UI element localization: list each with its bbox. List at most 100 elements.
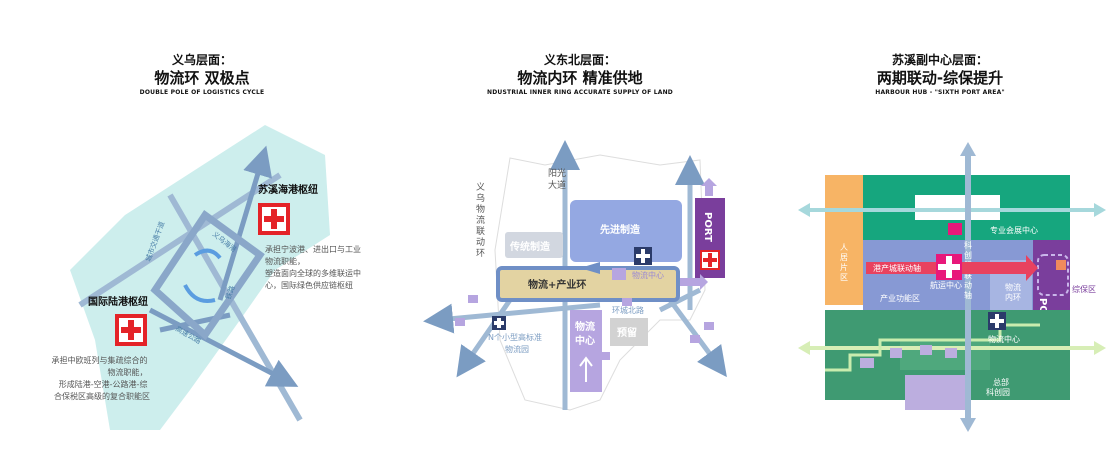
- panel2-hub-icon: [634, 247, 652, 265]
- panel3-axis-v-c2: 创: [964, 250, 972, 260]
- panel3-hq-label: 总部 科创园: [986, 377, 1012, 397]
- panel2-small-park-2: [455, 318, 465, 326]
- panel1-desc-intl-line4: 合保税区高级的复合职能区: [54, 391, 150, 401]
- panel3-people-label: 人 居 片 区: [840, 243, 851, 282]
- panel2-vertical-road-c1: 义: [476, 182, 485, 193]
- panel3-logistics-center-label: 物流中心: [988, 334, 1020, 344]
- panel1-arrow-southeast: [148, 307, 299, 387]
- panel1-desc-suxi: 承担宁波港、进出口与工业 物流职能， 塑造面向全球的多维联运中 心，国际绿色供应…: [265, 244, 364, 290]
- panel3-people-c4: 区: [840, 273, 848, 282]
- panel1-title-line3: DOUBLE POLE OF LOGISTICS CYCLE: [139, 89, 265, 96]
- panel3-title-line1: 苏溪副中心层面：: [891, 53, 988, 67]
- panel1-desc-intl-line3: 形成陆港-空港-公路港-综: [59, 379, 148, 389]
- panel1-title-line1: 义乌层面：: [171, 53, 232, 67]
- panel2-port-arrow-icon: [701, 178, 717, 196]
- panel1-cycle-arrow-b: [183, 284, 216, 303]
- panel1-road-diag2: [78, 172, 282, 308]
- panel3-title-line3: HARBOUR HUB - "SIXTH PORT AREA": [875, 89, 1005, 96]
- panel3-axis-bottom-arrow-left: [798, 341, 810, 355]
- panel2-road-southeast: [667, 298, 727, 378]
- panel3-industrial-label: 产业功能区: [880, 293, 920, 303]
- panel3-ring-inner-line1: 物流: [1005, 282, 1021, 292]
- panel1-desc-intl-line1: 承担中欧班列与集疏综合的: [51, 355, 147, 365]
- panel3-small-block-4: [945, 348, 957, 358]
- panel2-vertical-road-c4: 流: [476, 214, 485, 226]
- panel2-small-park-5: [704, 322, 714, 330]
- panel1-desc-suxi-line3: 塑造面向全球的多维联运中: [265, 268, 361, 278]
- panel1-logistics-ring: [150, 210, 265, 341]
- panel3-axis-top-arrow-right: [1094, 203, 1106, 217]
- panel3-small-block-1: [860, 358, 874, 368]
- panel2-logistics-center-marker: [612, 268, 626, 280]
- panel2-yangguang-line2: 大道: [548, 179, 566, 191]
- panel1-arrow-north: [217, 145, 273, 301]
- panel3-axis-bottom-arrow-right: [1094, 341, 1106, 355]
- panel1-title: 义乌层面： 物流环 双极点 DOUBLE POLE OF LOGISTICS C…: [107, 52, 297, 97]
- panel3-axis-v-c4: 联: [964, 271, 972, 280]
- panel3-axis-v-c1: 科: [964, 240, 972, 250]
- panel2-small-park-label: N个小型高标准 物流园: [488, 332, 545, 354]
- panel3-zone-top-white: [915, 195, 1000, 220]
- panel2-huancheng-label: 环城北路: [612, 305, 644, 315]
- panel3-zone-people: [825, 175, 863, 305]
- panel3-zone-hq: [905, 375, 967, 410]
- panel2-small-park-6: [690, 335, 700, 343]
- panel3-people-c3: 片: [840, 262, 848, 272]
- panel3-hq-line1: 总部: [993, 377, 1009, 387]
- panel1-hub-intl-label: 国际陆港枢纽: [88, 295, 148, 308]
- panel3-hq-line2: 科创园: [986, 387, 1010, 397]
- panel3-industry-center-label: 专业会展中心: [990, 225, 1038, 235]
- panel2-zone-traditional-label: 传统制造: [509, 240, 551, 253]
- panel3-industry-center-marker: [948, 223, 962, 235]
- panel3-center-hub-icon: [936, 254, 962, 280]
- panel2-vertical-road-c6: 动: [476, 237, 485, 248]
- panel2-diagram: 先进制造 传统制造 物流+产业环 物流中心 环城北路 物流 中心 预留 PORT: [423, 140, 727, 411]
- panel1-cycle-arrow-a: [193, 248, 222, 260]
- panel2-small-park-line2: 物流园: [505, 344, 529, 354]
- panel2-zone-logistics-line1: 物流: [575, 320, 595, 333]
- panel2-up-arrow-icon: [579, 356, 593, 382]
- panel1-hub-suxi-label: 苏溪海港枢纽: [258, 183, 318, 196]
- panel2-zone-logistics-label: 物流 中心: [575, 320, 598, 347]
- panel2-zone-reserved: [610, 318, 648, 346]
- panel1-desc-suxi-line1: 承担宁波港、进出口与工业: [265, 244, 361, 254]
- panel3-bonded-label: 综保区: [1072, 284, 1096, 294]
- panel2-small-park-4: [622, 298, 632, 306]
- panel1-hub-intl-icon: [115, 314, 147, 346]
- panel2-zone-traditional: [505, 232, 563, 258]
- panel3-axis-vertical-arrow-down: [960, 418, 976, 432]
- panel2-title-line1: 义东北层面：: [543, 53, 616, 67]
- panel2-small-park-hub-icon: [492, 316, 506, 330]
- panel2-boundary: [494, 154, 706, 411]
- panel1-title-line2: 物流环 双极点: [154, 69, 250, 87]
- panel2-road-west: [423, 302, 601, 334]
- panel3-people-c1: 人: [840, 243, 848, 252]
- panel2-ring-arrow: [580, 262, 600, 274]
- panel2-small-park-line1: N个小型高标准: [488, 332, 542, 342]
- panel2-vertical-road-label: 义 乌 物 流 联 动 环: [476, 182, 488, 259]
- panel2-title: 义东北层面： 物流内环 精准供地 NDUSTRIAL INNER RING AC…: [470, 52, 690, 97]
- panel3-small-block-2: [890, 348, 902, 358]
- panel1-region: [70, 125, 330, 430]
- panel3-ring-inner-label: 物流 内环: [1005, 282, 1024, 302]
- panel3-diagram: 人 居 片 区 PORT 科 创 服 联 动: [798, 142, 1106, 432]
- panel2-title-line2: 物流内环 精准供地: [517, 69, 643, 87]
- panel3-small-block-3: [920, 345, 932, 355]
- panel2-zone-advanced: [570, 200, 682, 262]
- panel2-zone-logistics-line2: 中心: [575, 334, 595, 347]
- panel2-road-southwest: [456, 298, 513, 378]
- panel2-logistics-center-label: 物流中心: [632, 270, 664, 280]
- panel2-road-east: [658, 287, 702, 313]
- panel2-ring-label: 物流+产业环: [528, 278, 586, 291]
- panel2-port-icon: [700, 250, 720, 270]
- panel2-yangguang-line1: 阳光: [548, 167, 566, 179]
- panel2-vertical-road-c5: 联: [476, 226, 485, 237]
- panel2-vertical-road-c7: 环: [476, 248, 485, 259]
- panel3-axis-horizontal-label: 港产城联动轴: [873, 263, 921, 273]
- panel3-axis-top-arrow-left: [798, 203, 810, 217]
- panel2-yangguang-label: 阳光 大道: [548, 167, 569, 191]
- panel2-port-label: PORT: [702, 212, 713, 242]
- panel3-axis-v-c6: 轴: [964, 290, 972, 300]
- panel3-shipping-center-label: 航运中心: [930, 280, 962, 290]
- panel2-vertical-road-c3: 物: [476, 203, 485, 215]
